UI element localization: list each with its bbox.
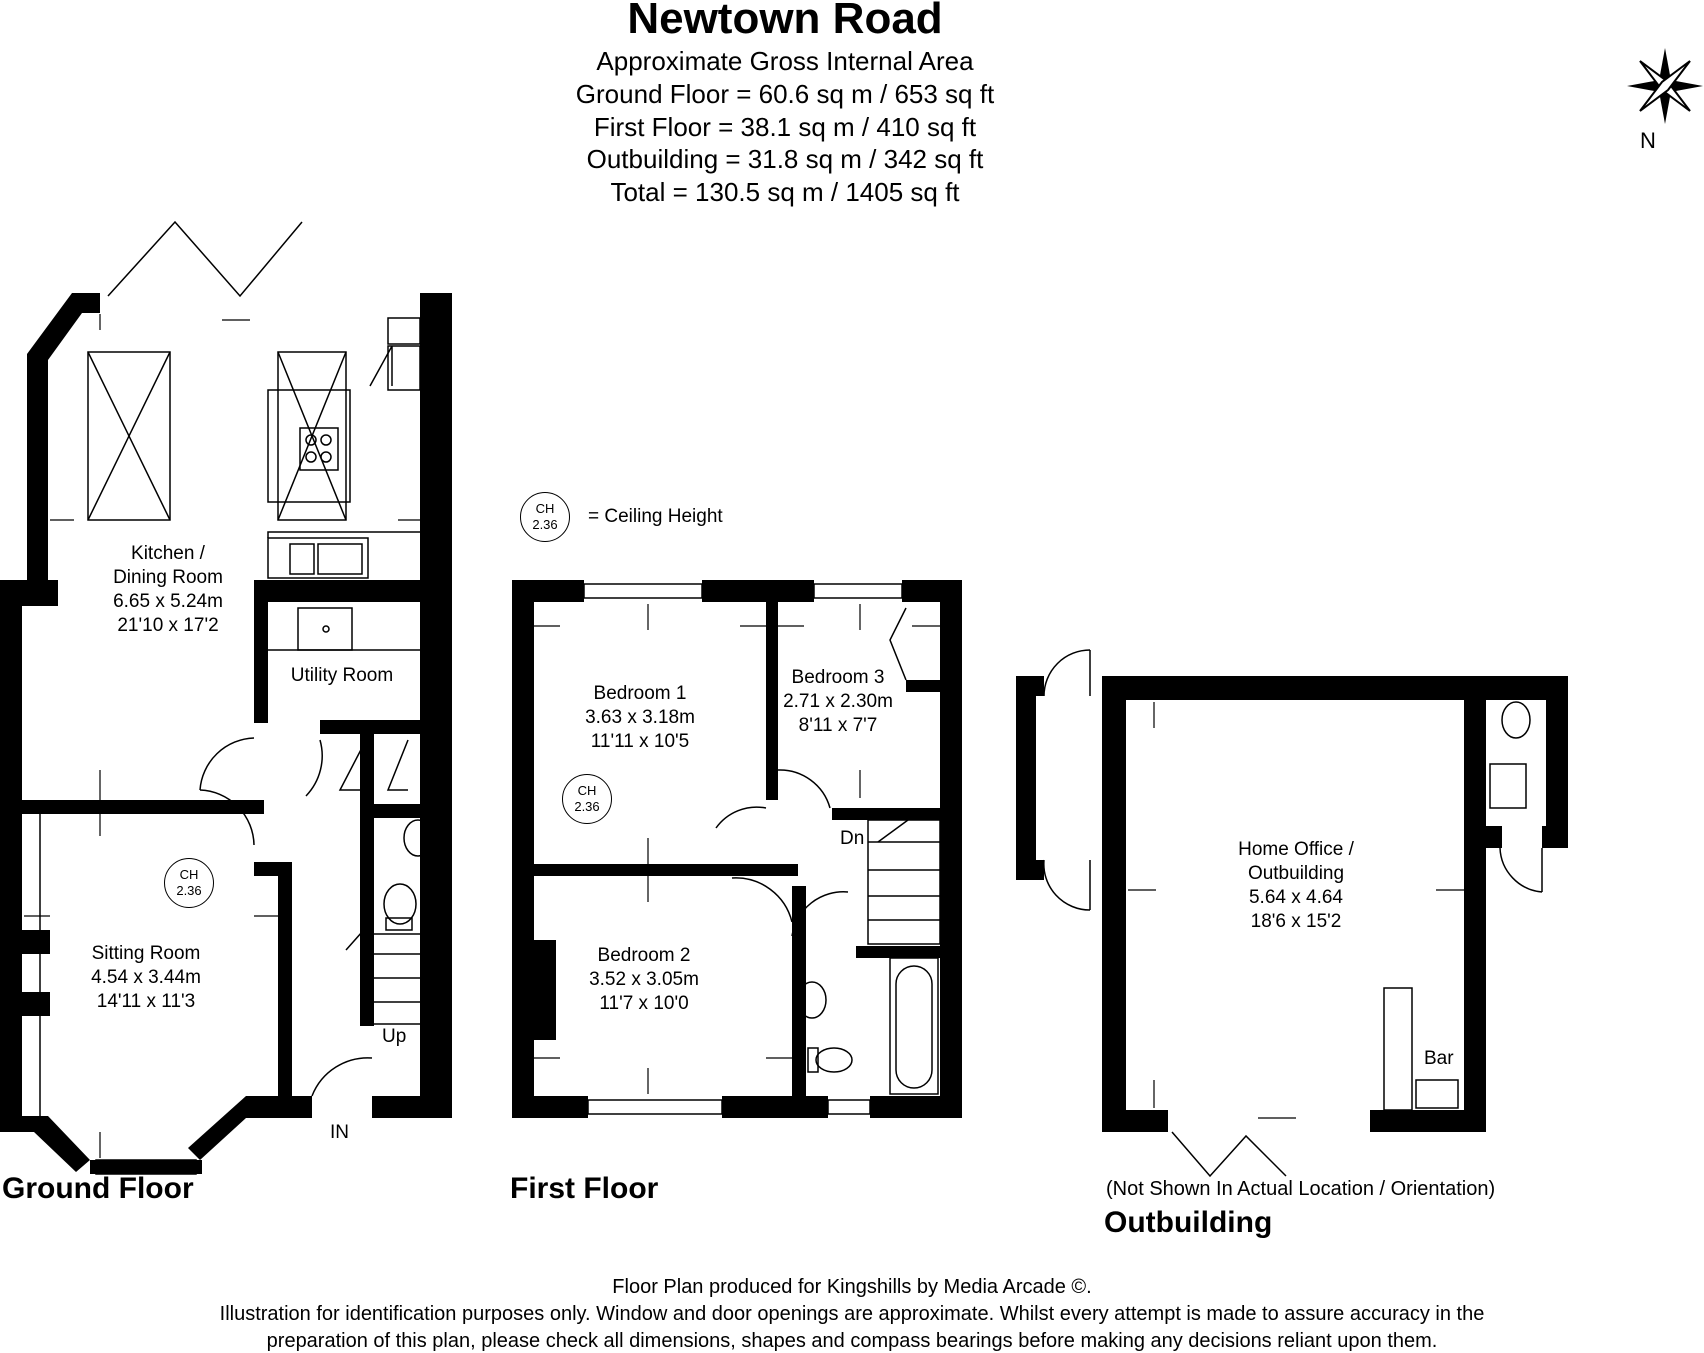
kitchen-name-line1: Kitchen / [131, 543, 205, 564]
room-bedroom-1: Bedroom 1 3.63 x 3.18m 11'11 x 10'5 [585, 682, 695, 754]
room-sitting: Sitting Room 4.54 x 3.44m 14'11 x 11'3 [91, 942, 201, 1014]
outbuilding-label: Outbuilding [1104, 1206, 1273, 1239]
office-name-line2: Outbuilding [1247, 863, 1345, 884]
area-outbuilding: Outbuilding = 31.8 sq m / 342 sq ft [586, 144, 984, 174]
footer-disclaimer-line2: preparation of this plan, please check a… [266, 1330, 1438, 1352]
page-title: Newtown Road [627, 0, 943, 43]
sitting-name: Sitting Room [91, 943, 201, 964]
footer-disclaimer-line1: Illustration for identification purposes… [219, 1303, 1485, 1325]
bedroom1-ch-label: CH [577, 783, 597, 798]
area-total: Total = 130.5 sq m / 1405 sq ft [610, 177, 960, 207]
entrance-in-label: IN [330, 1122, 349, 1143]
area-first-floor: First Floor = 38.1 sq m / 410 sq ft [593, 112, 977, 142]
ceiling-height-legend-text: = Ceiling Height [588, 506, 723, 527]
office-metric: 5.64 x 4.64 [1248, 887, 1344, 908]
first-floor-label: First Floor [510, 1172, 659, 1205]
bedroom3-name: Bedroom 3 [791, 667, 885, 688]
dimension-arrows [24, 314, 1464, 1158]
ground-floor-walls [0, 293, 452, 1174]
bedroom3-metric: 2.71 x 2.30m [783, 691, 893, 712]
area-ground-floor: Ground Floor = 60.6 sq m / 653 sq ft [575, 79, 995, 109]
sitting-metric: 4.54 x 3.44m [91, 967, 201, 988]
bedroom2-imperial: 11'7 x 10'0 [599, 993, 689, 1014]
room-kitchen-dining: Kitchen / Dining Room 6.65 x 5.24m 21'10… [113, 542, 223, 638]
compass-north-label: N [1640, 128, 1656, 153]
office-imperial: 18'6 x 15'2 [1250, 911, 1342, 932]
sitting-room-ceiling-height-badge: CH 2.36 [164, 858, 214, 908]
room-home-office: Home Office / Outbuilding 5.64 x 4.64 18… [1238, 838, 1354, 934]
bedroom3-imperial: 8'11 x 7'7 [798, 715, 878, 736]
first-floor-walls [512, 580, 962, 1118]
kitchen-imperial: 21'10 x 17'2 [117, 615, 219, 636]
office-name-line1: Home Office / [1238, 839, 1354, 860]
bedroom1-ch-value: 2.36 [574, 799, 600, 814]
sitting-ch-value: 2.36 [176, 883, 202, 898]
legend-ch-value: 2.36 [532, 517, 558, 532]
area-subtitle: Approximate Gross Internal Area [596, 46, 974, 76]
bedroom1-name: Bedroom 1 [593, 683, 687, 704]
bedroom2-metric: 3.52 x 3.05m [589, 969, 699, 990]
room-utility: Utility Room [290, 665, 394, 686]
outbuilding-note: (Not Shown In Actual Location / Orientat… [1106, 1178, 1496, 1200]
stairs-down-label: Dn [840, 828, 865, 849]
bedroom1-imperial: 11'11 x 10'5 [590, 731, 690, 752]
bedroom1-metric: 3.63 x 3.18m [585, 707, 695, 728]
kitchen-metric: 6.65 x 5.24m [113, 591, 223, 612]
room-bedroom-2: Bedroom 2 3.52 x 3.05m 11'7 x 10'0 [589, 944, 699, 1016]
ground-floor-label: Ground Floor [2, 1172, 194, 1205]
outbuilding-walls [1016, 676, 1568, 1132]
bar-label: Bar [1424, 1048, 1454, 1069]
kitchen-name-line2: Dining Room [113, 567, 223, 588]
sitting-imperial: 14'11 x 11'3 [96, 991, 196, 1012]
compass-icon [1627, 48, 1703, 124]
room-bedroom-3: Bedroom 3 2.71 x 2.30m 8'11 x 7'7 [783, 666, 893, 738]
ground-floor-fixtures [39, 220, 443, 1175]
first-floor-fixtures [583, 583, 941, 1115]
ceiling-height-legend-badge: CH 2.36 [520, 492, 570, 542]
footer-credit: Floor Plan produced for Kingshills by Me… [612, 1276, 1092, 1298]
sitting-ch-label: CH [179, 867, 199, 882]
outbuilding-fixtures [1043, 649, 1543, 1178]
bedroom2-name: Bedroom 2 [597, 945, 691, 966]
bedroom1-ceiling-height-badge: CH 2.36 [562, 774, 612, 824]
legend-ch-label: CH [535, 501, 555, 516]
stairs-up-label: Up [382, 1026, 407, 1047]
